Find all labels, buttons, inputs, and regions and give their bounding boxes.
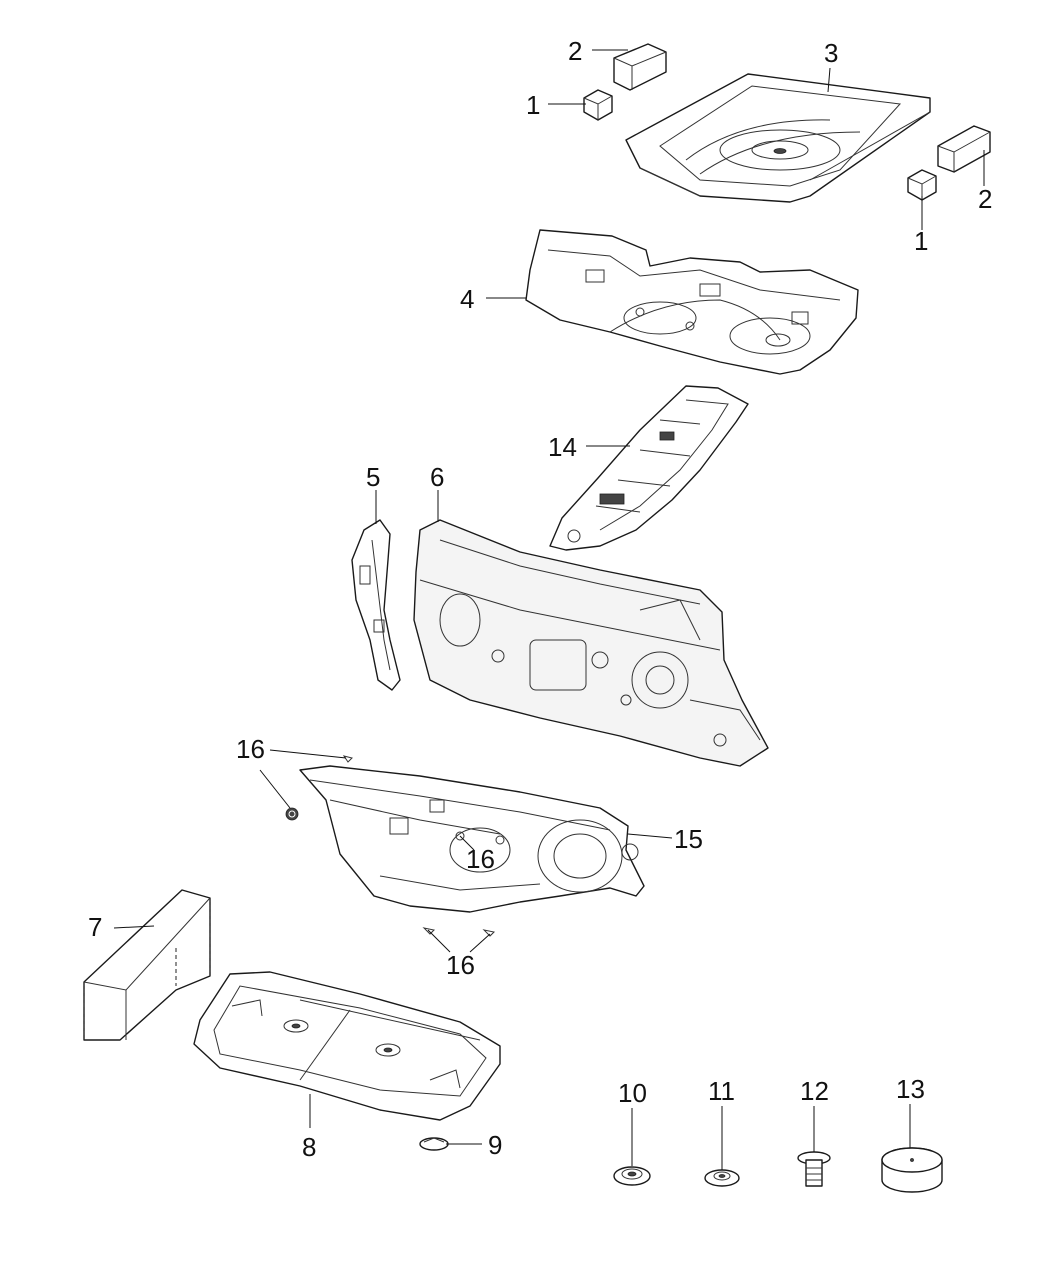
part-1-pad-left (583, 89, 613, 121)
part-8-hood-silencer (193, 971, 501, 1121)
part-6-dash-silencer (413, 519, 769, 767)
part-2-foam-block-left (613, 43, 667, 91)
part-11-retainer (704, 1169, 740, 1187)
callout-6: 6 (430, 462, 444, 492)
part-16-clip-bottom-right (482, 929, 496, 937)
callout-16-center: 16 (466, 844, 495, 874)
callout-3: 3 (824, 38, 838, 68)
part-12-bolt (797, 1151, 831, 1187)
callout-15: 15 (674, 824, 703, 854)
part-16-clip-bottom-left (422, 927, 436, 935)
part-16-pushpin-left (285, 807, 299, 821)
callout-16-bottom: 16 (446, 950, 475, 980)
part-5-side-insulator (351, 519, 401, 691)
callout-14: 14 (548, 432, 577, 462)
part-14-tunnel-insulator (549, 385, 749, 551)
part-13-foam-pad (881, 1147, 943, 1193)
part-2-foam-block-right (937, 125, 991, 173)
callout-2-top-left: 2 (568, 36, 582, 66)
part-10-push-nut (613, 1166, 651, 1186)
callout-labels: 1 2 3 2 1 4 14 5 6 16 15 16 7 16 8 9 10 … (88, 36, 992, 1162)
callout-16-left: 16 (236, 734, 265, 764)
part-1-pad-right (907, 169, 937, 201)
part-9-clip (419, 1137, 449, 1151)
callout-12: 12 (800, 1076, 829, 1106)
callout-1-right: 1 (914, 226, 928, 256)
leader-lines (113, 49, 985, 1170)
callout-11: 11 (708, 1076, 735, 1106)
callout-10: 10 (618, 1078, 647, 1108)
part-15-dash-insulator (299, 765, 645, 913)
callout-2-right: 2 (978, 184, 992, 214)
callout-1-top-left: 1 (526, 90, 540, 120)
callout-9: 9 (488, 1130, 502, 1160)
part-7-foam-insulator (83, 889, 211, 1041)
part-16-clip-top (342, 755, 353, 763)
callout-13: 13 (896, 1074, 925, 1104)
callout-4: 4 (460, 284, 474, 314)
callout-7: 7 (88, 912, 102, 942)
part-3-rear-floor-silencer (625, 73, 931, 203)
callout-8: 8 (302, 1132, 316, 1162)
callout-5: 5 (366, 462, 380, 492)
part-4-floor-silencer (525, 229, 859, 375)
